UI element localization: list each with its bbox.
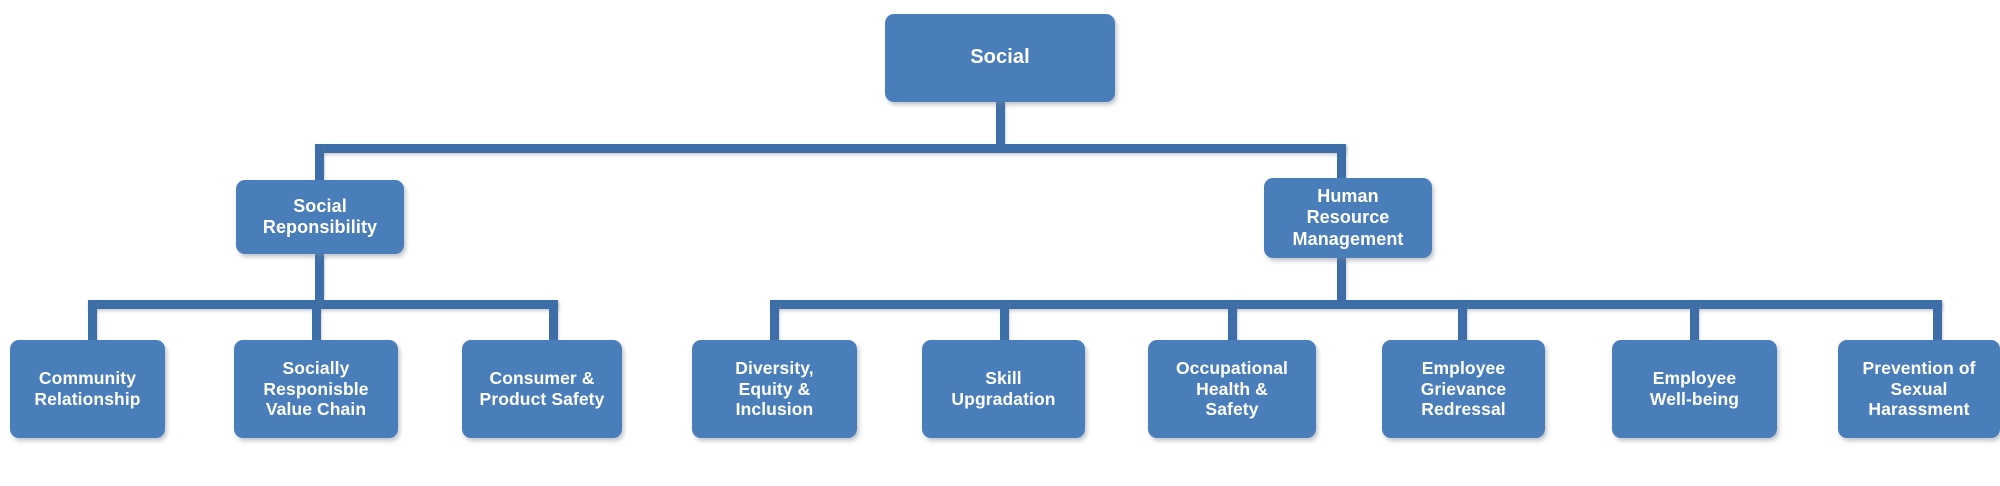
node-occupational-health-safety[interactable]: Occupational Health & Safety <box>1148 340 1316 438</box>
connector-drop-leaf-8 <box>1690 300 1699 344</box>
node-prevention-sexual-harassment-label: Prevention of Sexual Harassment <box>1862 358 1976 420</box>
node-community-relationship-label: Community Relationship <box>34 368 141 409</box>
node-consumer-product-safety[interactable]: Consumer & Product Safety <box>462 340 622 438</box>
connector-drop-leaf-4 <box>770 300 779 344</box>
node-employee-well-being[interactable]: Employee Well-being <box>1612 340 1777 438</box>
connector-level2-bus <box>315 144 1346 153</box>
connector-drop-leaf-1 <box>88 300 97 344</box>
connector-drop-leaf-2 <box>312 300 321 344</box>
node-human-resource-management-label: Human Resource Management <box>1292 186 1404 249</box>
connector-drop-hr-management <box>1337 144 1346 184</box>
node-social-responsibility[interactable]: Social Reponsibility <box>236 180 404 254</box>
node-prevention-sexual-harassment[interactable]: Prevention of Sexual Harassment <box>1838 340 2000 438</box>
node-skill-upgradation[interactable]: Skill Upgradation <box>922 340 1085 438</box>
node-human-resource-management[interactable]: Human Resource Management <box>1264 178 1432 258</box>
connector-drop-leaf-7 <box>1458 300 1467 344</box>
node-employee-grievance-redressal[interactable]: Employee Grievance Redressal <box>1382 340 1545 438</box>
node-social-responsibility-label: Social Reponsibility <box>262 195 378 237</box>
node-occupational-health-safety-label: Occupational Health & Safety <box>1175 358 1289 420</box>
connector-drop-leaf-6 <box>1228 300 1237 344</box>
node-social-label: Social <box>970 46 1030 69</box>
connector-hr-management-stem <box>1337 258 1346 302</box>
connector-drop-leaf-3 <box>549 300 558 344</box>
connector-drop-social-responsibility <box>315 144 324 184</box>
node-consumer-product-safety-label: Consumer & Product Safety <box>479 368 605 409</box>
node-employee-grievance-redressal-label: Employee Grievance Redressal <box>1420 358 1507 420</box>
connector-root-stem <box>996 102 1005 148</box>
node-socially-responsible-value-chain[interactable]: Socially Responisble Value Chain <box>234 340 398 438</box>
node-employee-well-being-label: Employee Well-being <box>1649 368 1740 409</box>
connector-left-group-bus <box>88 300 558 309</box>
connector-drop-leaf-9 <box>1933 300 1942 344</box>
connector-right-group-bus <box>770 300 1942 309</box>
node-social[interactable]: Social <box>885 14 1115 102</box>
node-diversity-equity-inclusion[interactable]: Diversity, Equity & Inclusion <box>692 340 857 438</box>
node-socially-responsible-value-chain-label: Socially Responisble Value Chain <box>263 358 369 420</box>
connector-social-responsibility-stem <box>315 254 324 302</box>
node-skill-upgradation-label: Skill Upgradation <box>951 368 1056 409</box>
node-community-relationship[interactable]: Community Relationship <box>10 340 165 438</box>
connector-drop-leaf-5 <box>1000 300 1009 344</box>
node-diversity-equity-inclusion-label: Diversity, Equity & Inclusion <box>735 358 814 420</box>
